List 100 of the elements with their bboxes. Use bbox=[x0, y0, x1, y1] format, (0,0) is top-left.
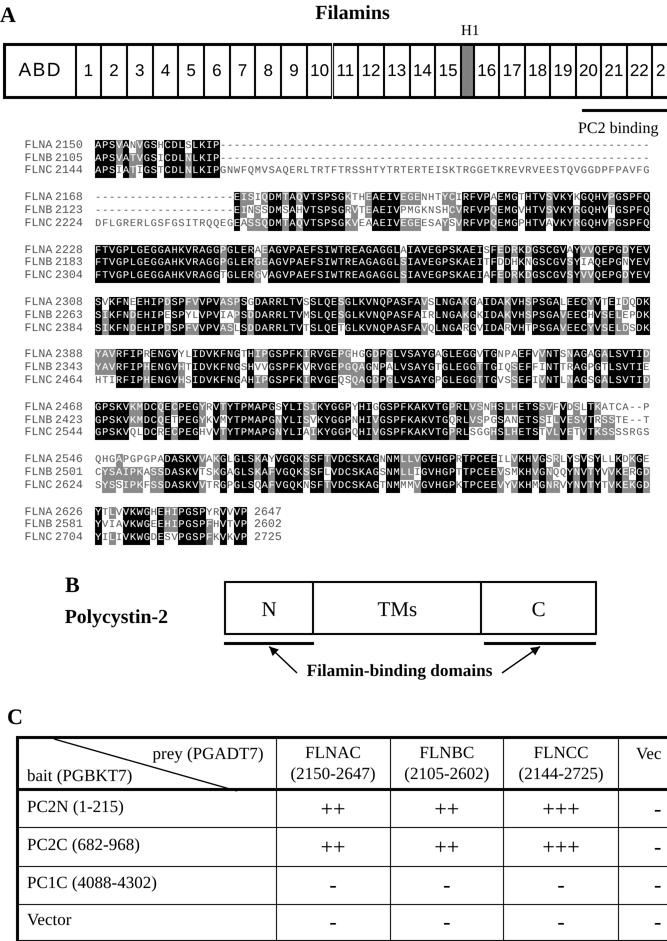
residue-number: 2308 bbox=[55, 297, 83, 310]
residue-number: 2581 bbox=[55, 519, 83, 532]
sequence-name: FLNC bbox=[24, 270, 52, 283]
interaction-score: ++ bbox=[320, 836, 346, 858]
domain-box: 2 bbox=[652, 42, 667, 98]
residue-number: 2602 bbox=[254, 519, 282, 532]
domain-box: 19 bbox=[550, 42, 576, 98]
residue-number: 2150 bbox=[55, 140, 83, 153]
sequence-name: FLNB bbox=[24, 414, 52, 427]
column-header: FLNBC (2105-2602) bbox=[403, 742, 490, 784]
sequence-name: FLNB bbox=[24, 257, 52, 270]
domain-box: 22 bbox=[626, 42, 652, 98]
residue-number: 2123 bbox=[55, 205, 83, 218]
domain-box: 18 bbox=[524, 42, 550, 98]
axis-label: bait (PGBKT7) bbox=[27, 766, 132, 786]
residue-number: 2647 bbox=[254, 506, 282, 519]
row-header: Vector bbox=[27, 910, 72, 930]
sequence-name: FLNA bbox=[24, 349, 52, 362]
sequence-name: FLNC bbox=[24, 480, 52, 493]
aligned-sequence: HTIRFIPHENGVHSIDVKFNGAHIPGSPFKIRVGEQSQAGDPGLVSAYGPGLEGGTTGVSSEFIVNTLNAGSGALSVTID bbox=[94, 375, 650, 388]
sequence-name: FLNC bbox=[24, 218, 52, 231]
residue-number: 2168 bbox=[55, 192, 83, 205]
aligned-sequence: FTVGPLGEGGAHKVRAGGTGLERGVAGVPAEFSIWTREAGAGGLSIAVEGPSKAEIAFEDRKDGSCGVSYVVQEPGDYEV bbox=[94, 270, 650, 283]
residue-number: 2105 bbox=[55, 152, 83, 165]
aligned-sequence: YAVRFIPRENGVYLIDVKFNGTHIPGSPFKIRVGEPGHGGDPGLVSAYGAGLEGGVTGNPAEFVVNTSNAGAGALSVTID bbox=[94, 349, 650, 362]
domain-box: TMs bbox=[314, 581, 482, 634]
domain-box: 2 bbox=[101, 42, 127, 98]
sequence-name: FLNC bbox=[24, 427, 52, 440]
aligned-sequence: GPSKVKMDCQETPEGYKVMYTPMAPGNYLISVKYGGPNHIVGSPFKAKVTGQRLVSPGSANETSSILVESVTRSSTE--T bbox=[94, 414, 650, 428]
aligned-sequence: SIKFNDEHIPDSPFVVPVASLSDDARRLTVTSLQETGLKVNQPASFAVQLNGARGVIDARVHTPSGAVEECYVSELDSDK bbox=[94, 322, 650, 336]
domain-box: 13 bbox=[384, 42, 410, 98]
interaction-score: - bbox=[329, 910, 337, 933]
aligned-sequence: DFLGRERLGSFGSITRQQEGEASSQDMTAQVTSPSGKVEAAEIVEGEESAYSVRFVPQEMGPHTVAVKYRGQHVPGSPFQ bbox=[94, 218, 650, 231]
sequence-name: FLNA bbox=[24, 297, 52, 310]
residue-number: 2624 bbox=[55, 480, 83, 493]
panel-letter: C bbox=[7, 706, 23, 728]
arrow bbox=[268, 646, 298, 674]
panel-letter: A bbox=[0, 4, 16, 26]
sequence-name: FLNB bbox=[24, 152, 52, 165]
interaction-score: - bbox=[443, 910, 450, 933]
aligned-sequence: APSVANVGSHCDLSLKIP-------------------------------------------------------------- bbox=[94, 140, 650, 153]
residue-number: 2263 bbox=[55, 310, 83, 323]
aligned-sequence: SVKFNEEHIPDSPFVVPVASPSGDARRLTVSSLQESGLKVNQPASFAVSLNGAKGAIDAKVHSPSGALEECYVTEIDQDK bbox=[94, 297, 650, 310]
aligned-sequence: APSVATVGSICDLNLKIP-------------------------------------------------------------- bbox=[94, 152, 650, 166]
domain-box: 3 bbox=[126, 42, 153, 98]
sequence-name: FLNA bbox=[24, 192, 52, 205]
domain-box: ABD bbox=[3, 42, 76, 98]
residue-number: 2384 bbox=[55, 322, 83, 336]
annotation-text: Filamin-binding domains bbox=[297, 661, 502, 681]
sequence-name: FLNB bbox=[24, 519, 52, 532]
domain-box: N bbox=[224, 581, 314, 634]
aligned-sequence: FTVGPLGEGGAHKVRAGGPGLERAEAGVPAEFSIWTREAGAGGLAIAVEGPSKAEISFEDRKDGSCGVAYVVQEPGDYEV bbox=[94, 244, 650, 258]
domain-box: 8 bbox=[255, 42, 282, 98]
aligned-sequence: QHGAPGPGPADASKVVAKGLGLSKAYVGQKSSFTVDCSKAGNNMLLVGVHGPRTPCEEILVKHVGSRLYSVSYLLKDKGE bbox=[94, 454, 650, 467]
row-header: PC2N (1-215) bbox=[27, 797, 124, 818]
interaction-score: - bbox=[654, 910, 662, 933]
range-bar bbox=[484, 642, 596, 645]
domain-box: 9 bbox=[281, 42, 307, 98]
hinge-label: H1 bbox=[461, 22, 480, 40]
domain-box: 4 bbox=[152, 42, 178, 98]
interaction-score: ++ bbox=[434, 836, 460, 858]
domain-box: 11 bbox=[332, 42, 358, 98]
aligned-sequence: GPSKVKMDCQECPEGYRVTYTPMAPGSYLISIKYGGPYHIGGSPFKAKVTGPRLVSNHSLHETSSVFVDSLTKATCA--P bbox=[94, 402, 650, 415]
sequence-name: FLNA bbox=[24, 140, 52, 153]
aligned-sequence: YVIAVKWGEEHIPGSPFHVTVP bbox=[94, 519, 248, 532]
sequence-name: FLNB bbox=[24, 205, 52, 218]
residue-number: 2144 bbox=[55, 165, 83, 178]
residue-number: 2304 bbox=[55, 270, 83, 283]
panel-heading: Filamins bbox=[315, 2, 390, 24]
interaction-score: - bbox=[654, 798, 662, 820]
aligned-sequence: SYSSIPKFSSDASKVVTRGPGLSQAFVGQKNSFTVDCSKAGTNMMMVGVHGPKTPCEEVYVKHMGNRVYNVTYTVKEKGD bbox=[94, 480, 650, 493]
interaction-score: +++ bbox=[542, 836, 580, 858]
interaction-score: - bbox=[557, 874, 565, 896]
domain-box: 7 bbox=[230, 42, 256, 98]
sequence-name: FLNC bbox=[24, 322, 52, 336]
domain-box: 15 bbox=[435, 42, 461, 98]
column-header: FLNAC (2150-2647) bbox=[290, 742, 376, 784]
sequence-name: FLNB bbox=[24, 362, 52, 375]
axis-label: prey (PGADT7) bbox=[152, 744, 264, 764]
domain-box: C bbox=[482, 581, 597, 634]
range-bar bbox=[224, 642, 314, 645]
domain-box: 5 bbox=[178, 42, 204, 98]
residue-number: 2228 bbox=[55, 244, 83, 257]
region-label: PC2 binding bbox=[578, 120, 658, 138]
interaction-score: ++ bbox=[320, 798, 346, 820]
residue-number: 2464 bbox=[55, 375, 83, 388]
arrow bbox=[502, 646, 540, 674]
domain-box: 14 bbox=[410, 42, 436, 98]
residue-number: 2468 bbox=[55, 402, 83, 415]
sequence-name: FLNC bbox=[24, 165, 52, 178]
residue-number: 2544 bbox=[55, 427, 83, 440]
aligned-sequence: YTLVVKWGHEHIPGSPYRVVVP bbox=[94, 506, 248, 520]
aligned-sequence: CYSAIPKASSDASKVTSKGAGLSKAFVGQKSSFLVDCSKAGSNMLLIGVHGPTTPCEEVSMKHVGNQQYNVTYVVKERGD bbox=[94, 467, 650, 480]
aligned-sequence: APSIATIGSTCDLNLKIPGNWFQMVSAQERLTRTFTRSSHTYTRTERTEISKTRGGETKREVRVEESTQVGGDPFPAVFG bbox=[94, 165, 650, 178]
protein-label: Polycystin-2 bbox=[64, 607, 168, 629]
row-header: PC2C (682-968) bbox=[27, 835, 140, 856]
aligned-sequence: SIKFNDEHIPESPYLVPVIAPSDDARRLTVMSLQESGLKVNQPASFAIRLNGAKGKIDAKVHSPSGAVEECHVSELEPDK bbox=[94, 310, 650, 323]
aligned-sequence: YILIVKWGDESVPGSPFKVKVP bbox=[94, 532, 248, 545]
interaction-score: ++ bbox=[434, 798, 460, 820]
sequence-name: FLNB bbox=[24, 467, 52, 480]
